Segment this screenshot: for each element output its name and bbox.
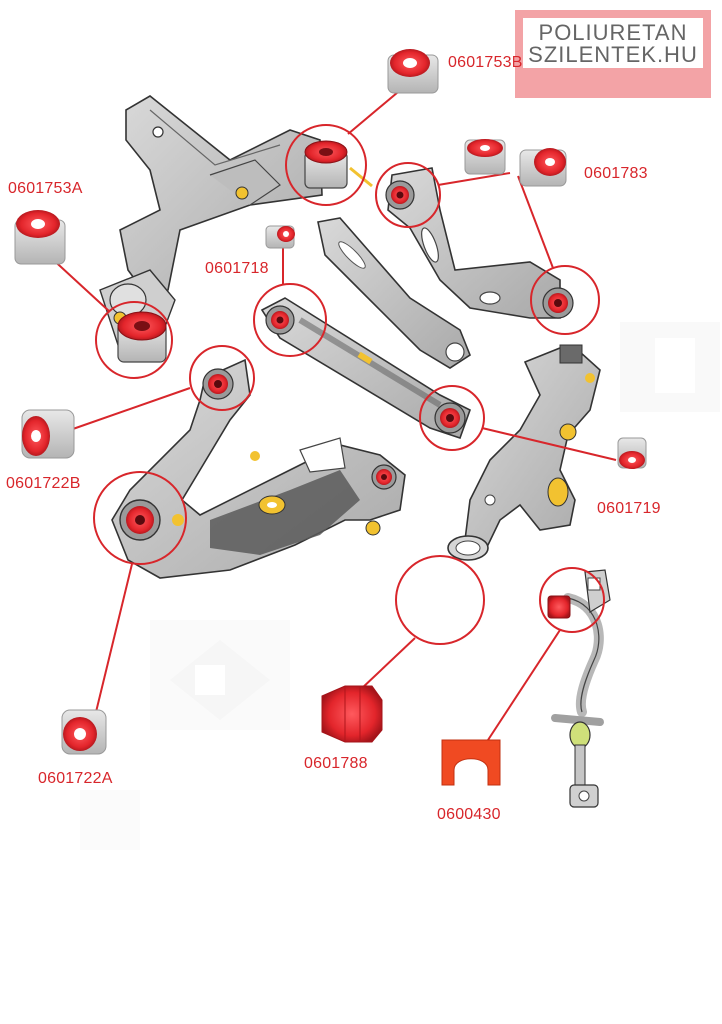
callout-circles bbox=[93, 124, 605, 645]
callout-line-0601722a bbox=[95, 563, 133, 713]
product-image-0601783 bbox=[464, 139, 567, 187]
callout-circle-0601722b bbox=[189, 345, 255, 411]
callout-line-0601719 bbox=[481, 427, 617, 461]
product-image-0601722b bbox=[21, 409, 75, 459]
callout-circle-0601753a bbox=[95, 301, 173, 379]
watermark-shapes bbox=[80, 322, 720, 850]
label-0601753a: 0601753A bbox=[8, 180, 83, 197]
label-0601722a: 0601722A bbox=[38, 770, 113, 787]
product-image-0601788 bbox=[321, 685, 383, 743]
brand-logo: POLIURETAN SZILENTEK.HU bbox=[515, 10, 711, 98]
product-image-0601722a bbox=[61, 709, 107, 755]
callout-line-0601722b bbox=[69, 387, 191, 431]
brand-line-1: POLIURETAN bbox=[538, 20, 688, 45]
callout-circle-0601722a bbox=[93, 471, 187, 565]
lower-control-arm bbox=[111, 358, 406, 579]
product-image-0601719 bbox=[617, 437, 647, 469]
brand-logo-inner: POLIURETAN SZILENTEK.HU bbox=[523, 18, 703, 68]
label-0601753b: 0601753B bbox=[448, 54, 523, 71]
callout-line-0600430 bbox=[487, 629, 561, 741]
callout-circle-0601753b bbox=[285, 124, 367, 206]
callout-circle-0601718 bbox=[253, 283, 327, 357]
callout-circle-0601783-rear bbox=[530, 265, 600, 335]
label-0601722b: 0601722B bbox=[6, 475, 81, 492]
callout-circle-0601719 bbox=[419, 385, 485, 451]
callout-line-0601788 bbox=[359, 637, 416, 691]
callout-circle-0600430 bbox=[539, 567, 605, 633]
callout-line-0601783-rear bbox=[517, 175, 554, 269]
upper-control-arm bbox=[385, 167, 574, 319]
product-image-0600430 bbox=[441, 739, 501, 786]
label-0601719: 0601719 bbox=[597, 500, 661, 517]
stabilizer-bar bbox=[547, 569, 611, 808]
label-0601718: 0601718 bbox=[205, 260, 269, 277]
product-image-0601753b bbox=[387, 49, 439, 94]
lateral-link-lower bbox=[260, 297, 471, 440]
wheel-knuckle bbox=[447, 344, 601, 561]
product-image-0601718 bbox=[265, 225, 295, 249]
bushing-0601753b-installed bbox=[304, 140, 373, 189]
product-image-0601753a bbox=[14, 210, 66, 265]
brand-line-2: SZILENTEK.HU bbox=[528, 42, 698, 67]
callout-lines bbox=[47, 81, 617, 741]
callout-line-0601783-front bbox=[437, 172, 511, 186]
bushing-0601753a-installed bbox=[117, 311, 167, 363]
label-0601783: 0601783 bbox=[584, 165, 648, 182]
label-0601788: 0601788 bbox=[304, 755, 368, 772]
callout-circle-0601783-front bbox=[375, 162, 441, 228]
label-0600430: 0600430 bbox=[437, 806, 501, 823]
lateral-link-upper bbox=[317, 217, 471, 369]
callout-circle-0601788 bbox=[395, 555, 485, 645]
